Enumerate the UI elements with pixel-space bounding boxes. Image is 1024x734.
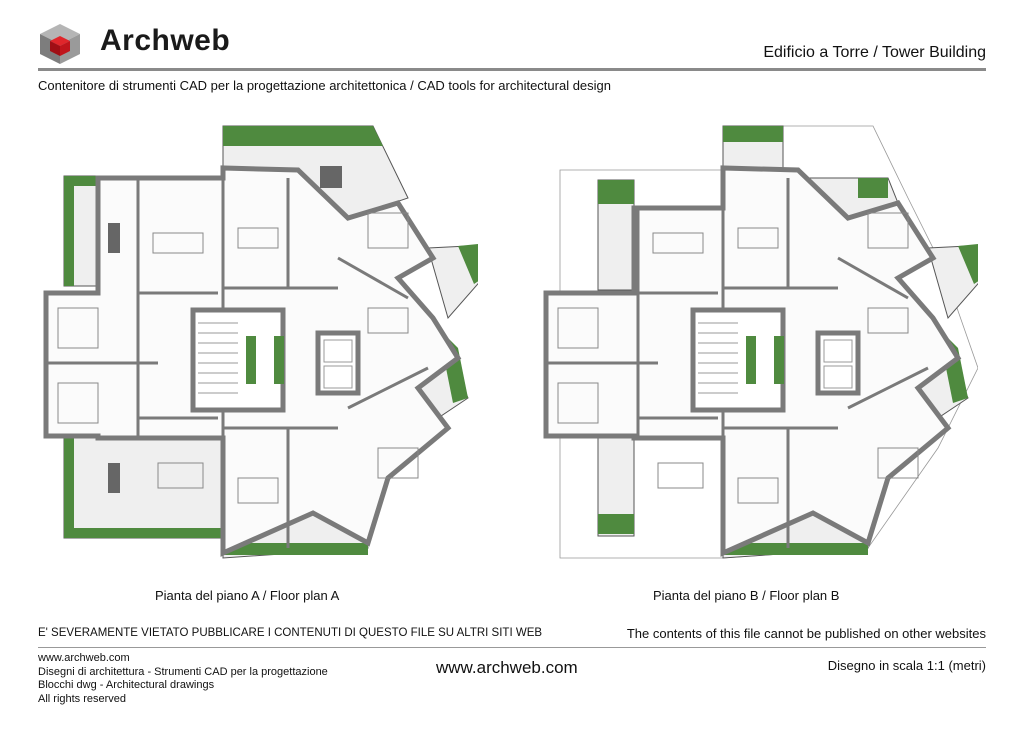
copyright-notice-english: The contents of this file cannot be publ… [626,626,986,641]
footer-line: All rights reserved [38,692,127,705]
brand-name: Archweb [100,24,231,57]
copyright-notice-italian: E' SEVERAMENTE VIETATO PUBBLICARE I CONT… [38,627,543,639]
footer-info: www.archweb.com Disegni di architettura … [38,652,328,706]
footer-website-link[interactable]: www.archweb.com [436,658,578,677]
footer-website: www.archweb.com [38,652,130,664]
drawing-scale: Disegno in scala 1:1 (metri) [827,658,986,673]
page-subtitle: Contenitore di strumenti CAD per la prog… [38,78,612,93]
floor-plan-b-caption: Pianta del piano B / Floor plan B [653,588,840,603]
footer-line: Blocchi dwg - Architectural drawings [38,679,215,691]
footer-divider [38,647,986,648]
page-title: Edificio a Torre / Tower Building [763,44,986,61]
header-divider [38,68,986,71]
floor-plan-b-drawing [543,125,978,559]
archweb-logo-icon [40,24,80,64]
footer-line: Disegni di architettura - Strumenti CAD … [38,665,328,678]
floor-plan-a-drawing [43,125,478,559]
floor-plan-a-caption: Pianta del piano A / Floor plan A [155,588,340,603]
